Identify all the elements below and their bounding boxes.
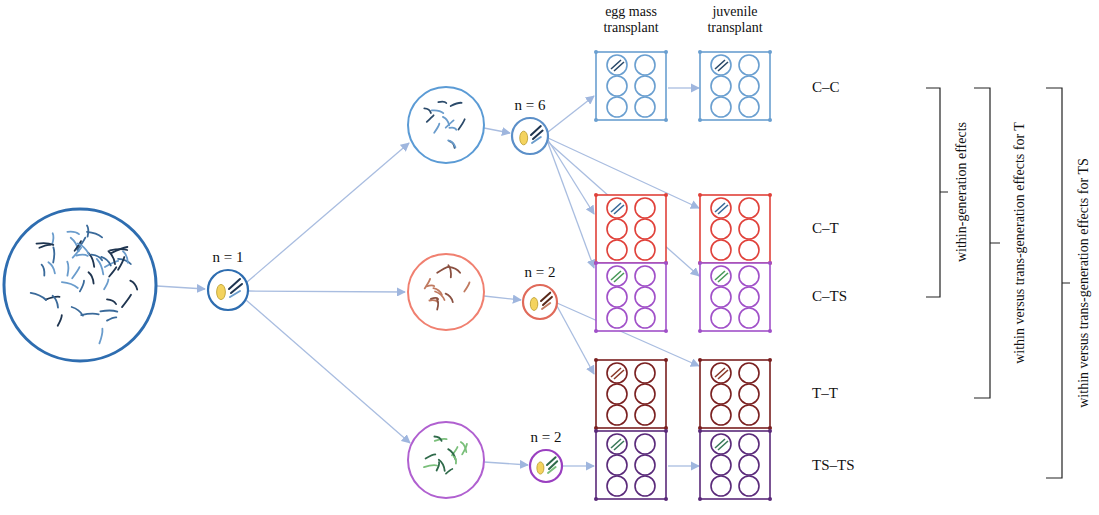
treatment-label: C–TS: [812, 288, 847, 305]
sample-outline: [502, 116, 558, 156]
treatment-label: C–C: [812, 79, 840, 96]
sample-outline: [200, 268, 256, 312]
sample-circle: n = 2: [512, 263, 568, 321]
column-header: juvenile transplant: [698, 4, 772, 36]
sample-outline: [518, 448, 574, 484]
treatment-label: TS–TS: [812, 457, 855, 474]
sample-count: n = 2: [518, 428, 574, 446]
bracket-label: within versus trans-generation effects f…: [1012, 88, 1028, 398]
sample-circle: n = 2: [518, 428, 574, 484]
flow-arrows: [157, 88, 699, 466]
bracket-label: within versus trans-generation effects f…: [1076, 88, 1092, 478]
culture-circle: [4, 209, 156, 361]
sample-count: n = 2: [512, 263, 568, 281]
sample-count: n = 1: [200, 248, 256, 266]
sample-circle: n = 1: [200, 248, 256, 312]
well-plates: [594, 50, 772, 501]
bacteria: [31, 102, 470, 474]
sample-outline: [512, 283, 568, 321]
sample-circle: n = 6: [502, 96, 558, 156]
culture-circle: [408, 87, 484, 163]
treatment-label: T–T: [812, 385, 838, 402]
sample-count: n = 6: [502, 96, 558, 114]
bracket-label: within-generation effects: [954, 87, 970, 297]
culture-circle: [408, 422, 484, 498]
column-header: egg mass transplant: [594, 4, 668, 36]
culture-circle: [408, 254, 484, 330]
treatment-label: C–T: [812, 220, 839, 237]
brackets: [926, 88, 1070, 478]
